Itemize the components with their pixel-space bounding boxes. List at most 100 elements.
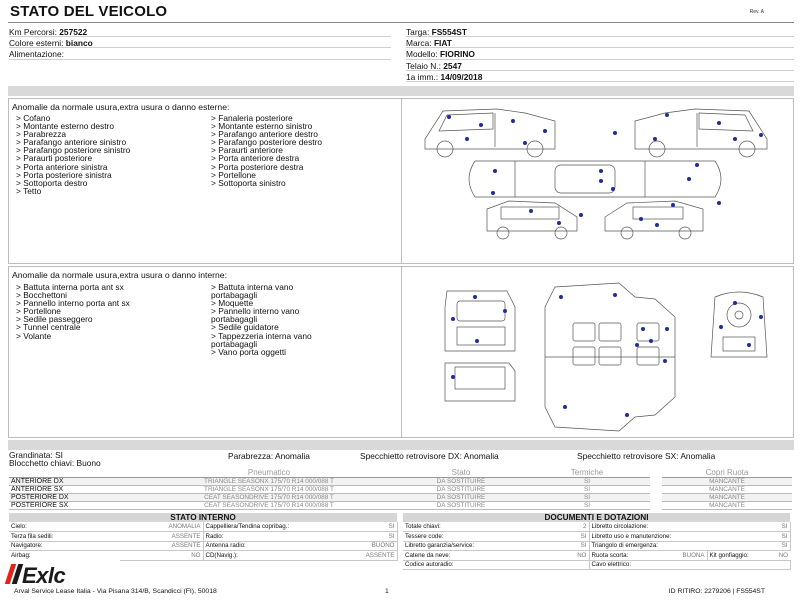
- list-item: > Bocchettoni: [16, 290, 67, 301]
- interior-damage-list-left: > Battuta interna porta ant sx > Bocchet…: [16, 283, 130, 340]
- list-item: > Sedile guidatore: [211, 322, 279, 333]
- tyres-header-pneumatico: Pneumatico: [140, 468, 398, 478]
- vehicle-info-left: Km Percorsi: 257522 Colore esterni: bian…: [9, 26, 391, 60]
- interior-damage-list-right: > Battuta interna vano portabagagli > Mo…: [211, 283, 312, 356]
- vehicle-info-right: Targa: FS554ST Marca: FIAT Modello: FIOR…: [406, 26, 794, 82]
- car-side-left-outline: [424, 108, 556, 150]
- stato-interno-table: Cielo: ANOMALIA Cappelliera/Tendina copr…: [9, 522, 398, 561]
- list-item: > Cofano: [16, 113, 51, 123]
- list-item: > Parabrezza: [16, 129, 67, 140]
- list-item: > Pannello interno porta ant sx: [16, 298, 130, 309]
- car-top-outline: [468, 160, 722, 198]
- condition-notes: Grandinata: SI Blocchetto chiavi: Buono: [9, 451, 101, 468]
- exterior-damage-dots: [447, 113, 763, 227]
- note-parabrezza: Parabrezza: Anomalia: [228, 451, 310, 461]
- info-row-alimentazione: Alimentazione:: [9, 48, 391, 60]
- info-row-targa: Targa: FS554ST: [406, 26, 794, 38]
- list-item: > Battuta interna porta ant sx: [16, 282, 124, 292]
- list-item: > Tunnel centrale: [16, 322, 81, 333]
- interior-damage-title: Anomalie da normale usura,extra usura o …: [12, 270, 227, 280]
- note-grandinata: Grandinata: SI: [9, 450, 64, 460]
- list-item: > Paraurti anteriore: [211, 145, 283, 156]
- list-item: > Porta posteriore destra: [211, 161, 304, 172]
- dashboard-outline: [710, 291, 768, 358]
- exterior-damage-list-right: > Fanaleria posteriore > Montante estern…: [211, 114, 322, 187]
- list-item: > Paraurti posteriore: [16, 153, 93, 164]
- table-row: POSTERIORE DX CEAT SEASONDRIVE 175/70 R1…: [9, 493, 792, 502]
- list-item: > Fanaleria posteriore: [211, 113, 293, 123]
- revision-label: Rev. A: [749, 9, 764, 15]
- info-row-immatricolazione: 1a imm.: 14/09/2018: [406, 71, 794, 82]
- exterior-car-diagram: [424, 108, 768, 240]
- note-specchietto-sx: Specchietto retrovisore SX: Anomalia: [577, 451, 716, 461]
- list-item: > Sedile passeggero: [16, 314, 93, 325]
- list-item: > Portellone: [16, 306, 61, 317]
- table-row: ANTERIORE SX TRIANGLE SEASONX 175/70 R14…: [9, 485, 792, 494]
- panel-split: [401, 267, 402, 437]
- list-item: portabagagli: [211, 338, 258, 349]
- table-row: Totale chiavi: 2 Libretto circolazione: …: [403, 522, 791, 532]
- list-item: > Montante esterno destro: [16, 121, 115, 132]
- table-row: Cielo: ANOMALIA Cappelliera/Tendina copr…: [9, 522, 398, 532]
- table-row: Navigatore: ASSENTE Antenna radio: BUONO: [9, 541, 398, 551]
- list-item: > Tetto: [16, 185, 42, 196]
- list-item: > Parafango anteriore sinistro: [16, 137, 127, 148]
- note-blocchetto-chiavi: Blocchetto chiavi: Buono: [9, 458, 101, 469]
- list-item: > Moquette: [211, 298, 254, 309]
- list-item: > Sottoporta destro: [16, 177, 88, 188]
- exterior-damage-list-left: > Cofano > Montante esterno destro > Par…: [16, 114, 130, 195]
- car-side-right-outline: [634, 108, 768, 150]
- exterior-damage-panel: Anomalie da normale usura,extra usura o …: [8, 98, 794, 264]
- list-item: > Parafango posteriore sinistro: [16, 145, 131, 156]
- interior-damage-dots: [451, 293, 763, 417]
- documenti-table: Totale chiavi: 2 Libretto circolazione: …: [403, 522, 791, 570]
- list-item: > Porta anteriore destra: [211, 153, 300, 164]
- car-rear-outline: [486, 200, 578, 232]
- section-divider-top: [8, 86, 794, 96]
- list-item: > Battuta interna vano: [211, 282, 294, 292]
- table-row: Codice autoradio: Cavo elettrico:: [403, 560, 791, 570]
- door-panel-outline: [444, 362, 516, 402]
- list-item: > Sottoporta sinistro: [211, 177, 286, 188]
- info-row-marca: Marca: FIAT: [406, 37, 794, 49]
- info-row-colore: Colore esterni: bianco: [9, 37, 391, 49]
- list-item: > Volante: [16, 330, 52, 341]
- interior-damage-panel: Anomalie da normale usura,extra usura o …: [8, 266, 794, 438]
- info-row-km: Km Percorsi: 257522: [9, 26, 391, 38]
- brand-logo: Exlc: [0, 560, 120, 588]
- cargo-door-outline: [444, 290, 516, 352]
- list-item: > Porta anteriore sinistra: [16, 161, 108, 172]
- stato-interno-header: STATO INTERNO: [9, 513, 397, 522]
- table-row: POSTERIORE SX CEAT SEASONDRIVE 175/70 R1…: [9, 501, 792, 510]
- list-item: > Pannello interno vano: [211, 306, 300, 317]
- section-divider-middle: [8, 440, 794, 450]
- page-title: STATO DEL VEICOLO: [10, 3, 168, 20]
- list-item: portabagagli: [211, 290, 258, 301]
- footer-address: Arval Service Lease Italia - Via Pisana …: [14, 588, 217, 595]
- logo-text: Exlc: [22, 563, 66, 588]
- documenti-header: DOCUMENTI E DOTAZIONI: [403, 513, 790, 522]
- table-row: ANTERIORE DX TRIANGLE SEASONX 175/70 R14…: [9, 477, 792, 486]
- note-specchietto-dx: Specchietto retrovisore DX: Anomalia: [360, 451, 499, 461]
- table-row: Libretto garanzia/service: SI Triangolo …: [403, 541, 791, 551]
- list-item: > Parafango posteriore destro: [211, 137, 323, 148]
- list-item: > Montante esterno sinistro: [211, 121, 313, 132]
- table-row: Airbag: NO CD(Navig.): ASSENTE: [9, 550, 398, 561]
- list-item: > Vano porta oggetti: [211, 346, 287, 357]
- list-item: > Tappezzeria interna vano: [211, 330, 312, 341]
- footer-id-ritiro: ID RITIRO: 2279206 | FS554ST: [668, 588, 765, 595]
- list-item: > Portellone: [211, 169, 256, 180]
- steering-wheel: [726, 302, 752, 328]
- interior-car-diagram: [444, 282, 768, 432]
- panel-split: [401, 99, 402, 263]
- tyres-header-stato: Stato: [398, 468, 524, 478]
- exterior-damage-title: Anomalie da normale usura,extra usura o …: [12, 102, 230, 112]
- list-item: > Porta posteriore sinistra: [16, 169, 112, 180]
- cabin-floor-outline: [544, 282, 676, 432]
- tyres-header-termiche: Termiche: [524, 468, 650, 478]
- tyres-header-copri-ruota: Copri Ruota: [662, 468, 792, 478]
- footer-page-number: 1: [385, 588, 389, 595]
- info-row-modello: Modello: FIORINO: [406, 48, 794, 60]
- tyres-table: Pneumatico Stato Termiche Copri Ruota AN…: [9, 468, 792, 510]
- title-rule: [8, 22, 794, 23]
